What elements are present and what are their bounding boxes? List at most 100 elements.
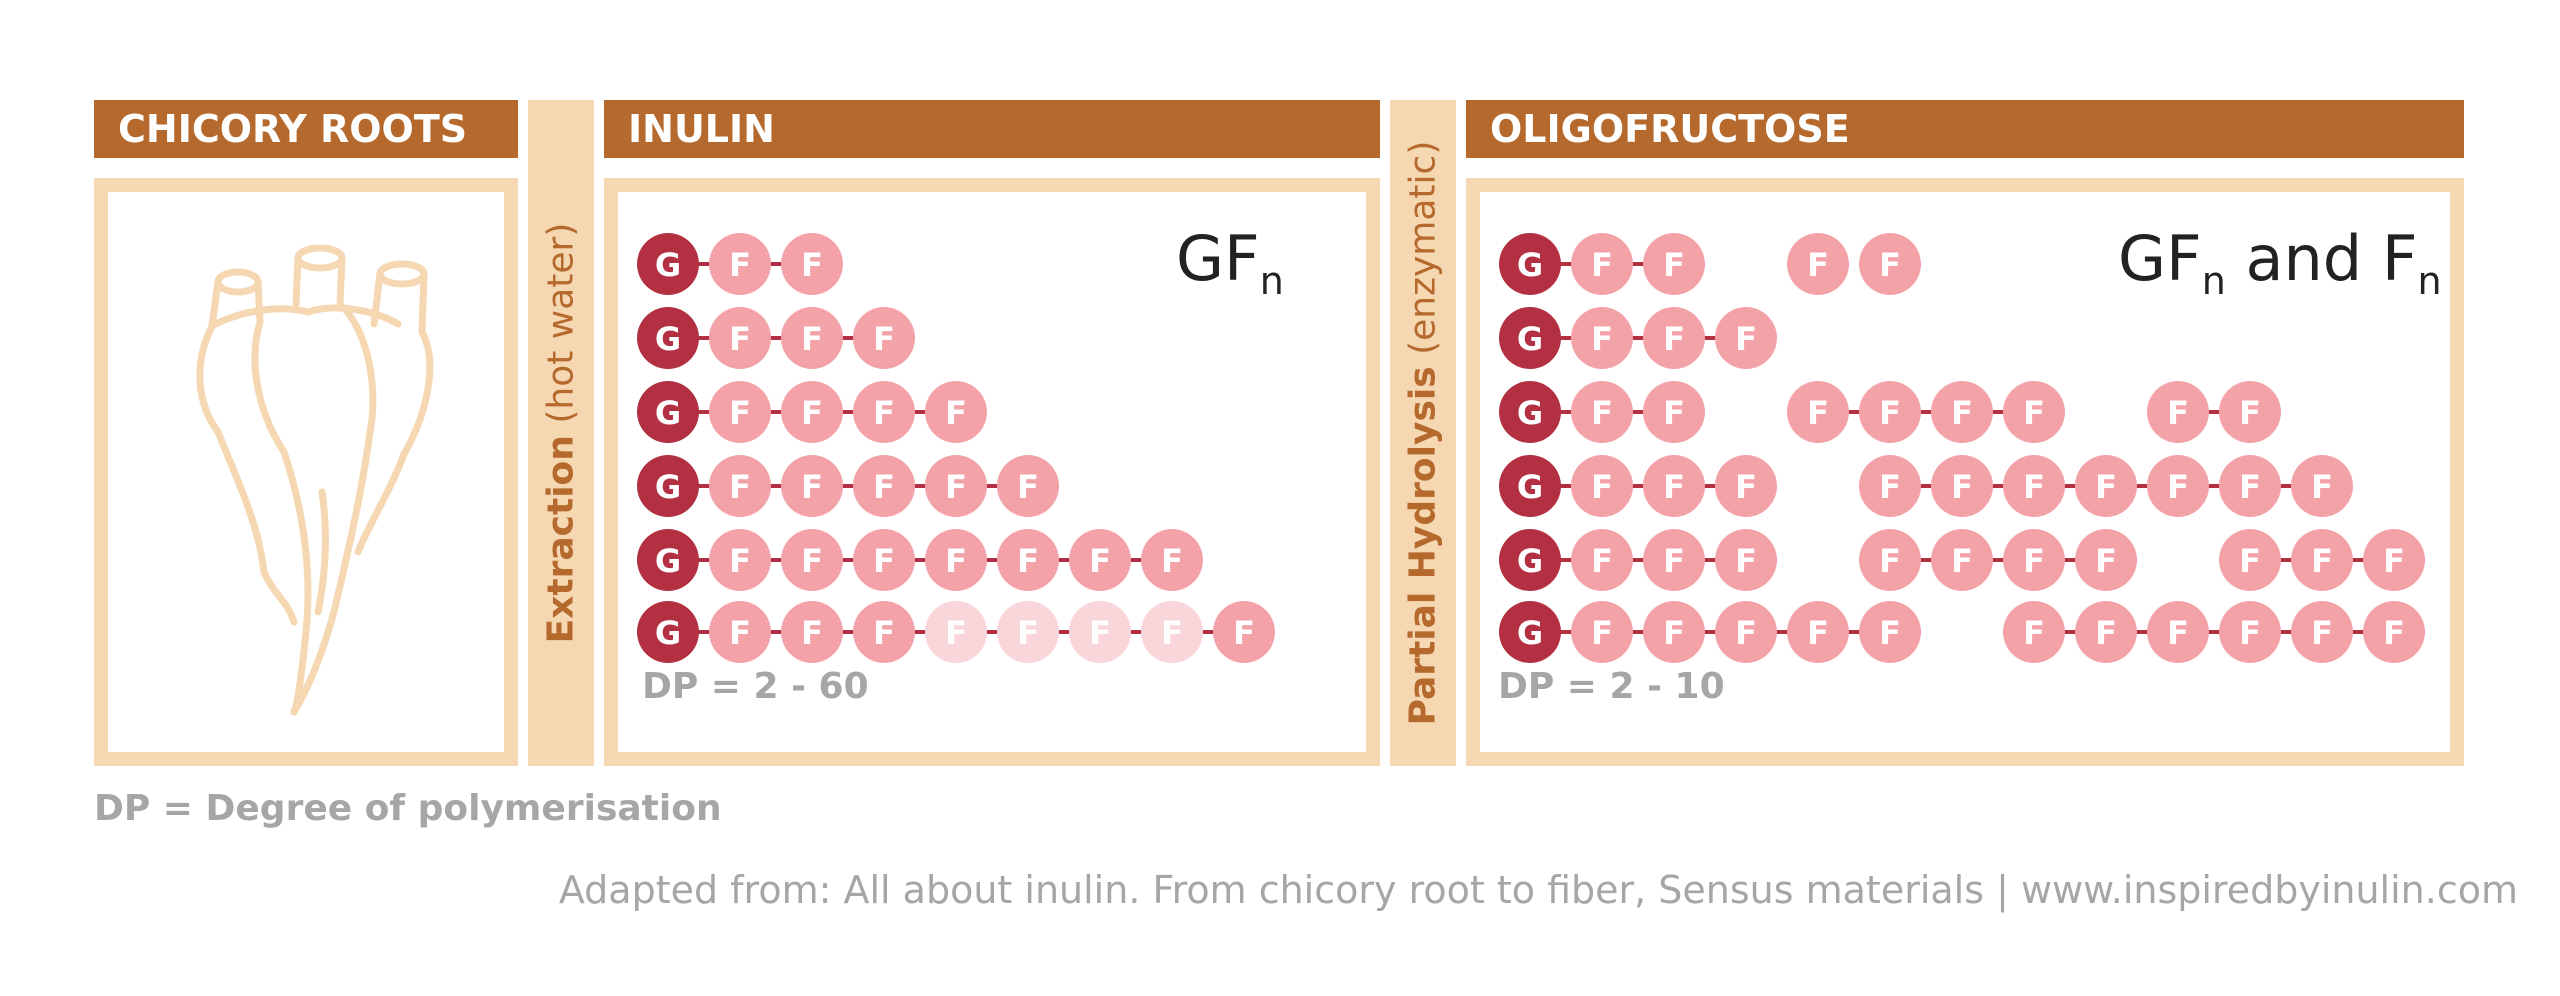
fructose-unit (1931, 381, 1993, 443)
fructose-letter: F (1735, 320, 1757, 358)
fructose-letter: F (1879, 468, 1901, 506)
fructose-letter: F (729, 320, 751, 358)
fructose-letter: F (1879, 246, 1901, 284)
fructose-unit (1213, 601, 1275, 663)
fructose-letter: F (1591, 246, 1613, 284)
fructose-unit (709, 307, 771, 369)
fructose-letter: F (873, 468, 895, 506)
glucose-letter: G (655, 320, 681, 358)
fructose-letter: F (801, 320, 823, 358)
fructose-unit (1859, 455, 1921, 517)
fructose-letter: F (801, 246, 823, 284)
fructose-unit (1069, 601, 1131, 663)
fructose-unit (997, 601, 1059, 663)
fructose-letter: F (1591, 394, 1613, 432)
fructose-unit (997, 455, 1059, 517)
fructose-unit (1715, 307, 1777, 369)
fructose-letter: F (945, 394, 967, 432)
fructose-letter: F (1951, 542, 1973, 580)
fructose-letter: F (1161, 614, 1183, 652)
fructose-letter: F (1663, 246, 1685, 284)
fructose-letter: F (729, 246, 751, 284)
fructose-letter: F (1807, 246, 1829, 284)
fructose-letter: F (945, 614, 967, 652)
fructose-unit (853, 381, 915, 443)
fructose-unit (853, 529, 915, 591)
fructose-unit (709, 381, 771, 443)
fructose-unit (2147, 601, 2209, 663)
chicory-root-illustration (196, 244, 434, 716)
fructose-letter: F (2167, 614, 2189, 652)
fructose-letter: F (2311, 468, 2333, 506)
fructose-unit (2075, 601, 2137, 663)
glucose-letter: G (1517, 468, 1543, 506)
fructose-unit (2003, 601, 2065, 663)
fructose-unit (853, 307, 915, 369)
glucose-unit (637, 307, 699, 369)
glucose-unit (1499, 601, 1561, 663)
fructose-unit (1141, 601, 1203, 663)
glucose-letter: G (1517, 320, 1543, 358)
fructose-letter: F (2167, 468, 2189, 506)
oligofructose-dp-label: DP = 2 - 10 (1498, 666, 1725, 707)
fructose-unit (1643, 601, 1705, 663)
oligo-chain: F (1787, 233, 1849, 295)
fructose-letter: F (729, 394, 751, 432)
fructose-letter: F (1591, 320, 1613, 358)
fructose-unit (1715, 455, 1777, 517)
inulin-panel (604, 178, 1380, 766)
dp-definition-note: DP = Degree of polymerisation (94, 788, 722, 829)
fructose-unit (2147, 381, 2209, 443)
fructose-letter: F (873, 320, 895, 358)
fructose-letter: F (729, 542, 751, 580)
fructose-unit (2363, 601, 2425, 663)
fructose-unit (2291, 455, 2353, 517)
fructose-letter: F (1663, 320, 1685, 358)
fructose-letter: F (1017, 468, 1039, 506)
extraction-bar: Extraction (hot water) (528, 100, 594, 766)
source-credit: Adapted from: All about inulin. From chi… (558, 868, 2518, 912)
fructose-unit (1787, 601, 1849, 663)
fructose-unit (2219, 529, 2281, 591)
fructose-letter: F (945, 542, 967, 580)
fructose-letter: F (2239, 394, 2261, 432)
fructose-unit (2291, 601, 2353, 663)
fructose-letter: F (1951, 468, 1973, 506)
fructose-letter: F (1807, 614, 1829, 652)
inulin-header: INULIN (604, 100, 1380, 158)
fructose-unit (781, 307, 843, 369)
fructose-unit (1571, 381, 1633, 443)
fructose-letter: F (873, 614, 895, 652)
fructose-letter: F (801, 468, 823, 506)
fructose-unit (2219, 381, 2281, 443)
fructose-letter: F (1879, 614, 1901, 652)
fructose-unit (1643, 307, 1705, 369)
fructose-letter: F (1017, 542, 1039, 580)
fructose-unit (1931, 455, 1993, 517)
glucose-unit (637, 601, 699, 663)
fructose-letter: F (1951, 394, 1973, 432)
fructose-unit (1859, 233, 1921, 295)
fructose-letter: F (2239, 614, 2261, 652)
fructose-letter: F (1591, 468, 1613, 506)
fructose-letter: F (873, 542, 895, 580)
fructose-letter: F (873, 394, 895, 432)
fructose-letter: F (1089, 614, 1111, 652)
fructose-unit (1931, 529, 1993, 591)
fructose-letter: F (2239, 468, 2261, 506)
glucose-unit (637, 233, 699, 295)
glucose-letter: G (655, 468, 681, 506)
fructose-unit (1715, 601, 1777, 663)
fructose-letter: F (801, 542, 823, 580)
fructose-letter: F (1663, 394, 1685, 432)
fructose-unit (2219, 455, 2281, 517)
